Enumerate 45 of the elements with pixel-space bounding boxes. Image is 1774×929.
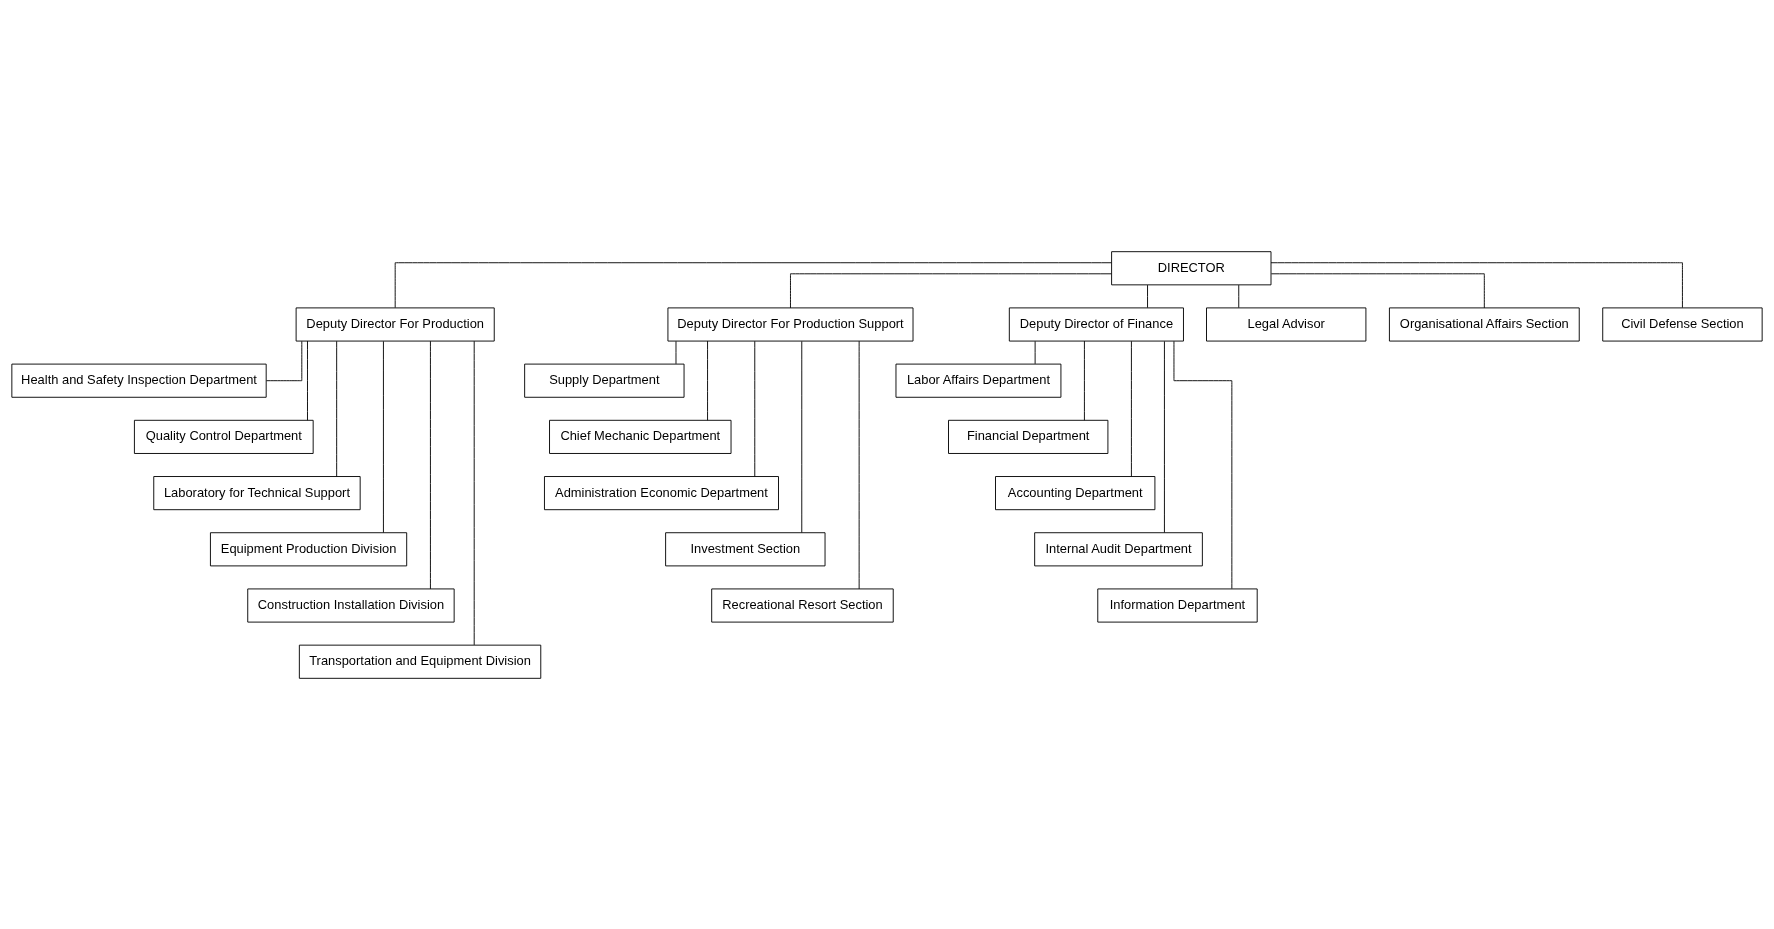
node-box: Organisational Affairs Section xyxy=(1388,306,1580,342)
connector xyxy=(266,340,303,381)
connector xyxy=(1270,272,1485,308)
node-box: Chief Mechanic Department xyxy=(549,419,732,454)
connector xyxy=(1270,261,1683,308)
connector xyxy=(1163,340,1165,533)
node-box: Investment Section xyxy=(665,531,826,566)
connector xyxy=(307,340,308,421)
node-box: Accounting Department xyxy=(995,475,1156,510)
node-box: Supply Department xyxy=(524,363,685,398)
node-box: Information Department xyxy=(1097,587,1258,623)
connector xyxy=(858,340,860,589)
node-box: Civil Defense Section xyxy=(1602,306,1763,342)
connector xyxy=(1130,340,1132,477)
node-box: Transportation and Equipment Division xyxy=(298,644,542,679)
connector xyxy=(754,340,756,477)
connector xyxy=(790,272,1112,308)
node-box: Labor Affairs Department xyxy=(895,363,1062,398)
connector xyxy=(675,340,677,364)
node-box: Recreational Resort Section xyxy=(711,587,894,623)
connector xyxy=(429,340,431,589)
node-box: Legal Advisor xyxy=(1206,306,1367,342)
connector xyxy=(1034,340,1036,364)
node-box: Construction Installation Division xyxy=(247,587,455,623)
connector xyxy=(473,340,475,645)
node-box: Deputy Director of Finance xyxy=(1008,306,1184,342)
connector xyxy=(1238,284,1240,308)
node-box: Administration Economic Department xyxy=(544,475,779,510)
connector xyxy=(1173,340,1233,589)
node-box: Laboratory for Technical Support xyxy=(153,475,361,510)
node-box: Quality Control Department xyxy=(133,419,314,454)
node-box: Equipment Production Division xyxy=(209,531,408,566)
node-box: Deputy Director For Production Support xyxy=(667,306,914,342)
node-box: Internal Audit Department xyxy=(1034,531,1203,566)
connector xyxy=(1083,340,1085,421)
connector xyxy=(394,261,1112,308)
connector xyxy=(336,340,338,477)
node-box: Deputy Director For Production xyxy=(295,306,495,342)
connector xyxy=(382,340,384,533)
node-box: DIRECTOR xyxy=(1111,250,1272,285)
node-box: Financial Department xyxy=(948,419,1109,454)
connector xyxy=(707,340,708,421)
connector xyxy=(801,340,803,533)
connector xyxy=(1147,284,1148,308)
node-box: Health and Safety Inspection Department xyxy=(11,363,267,398)
